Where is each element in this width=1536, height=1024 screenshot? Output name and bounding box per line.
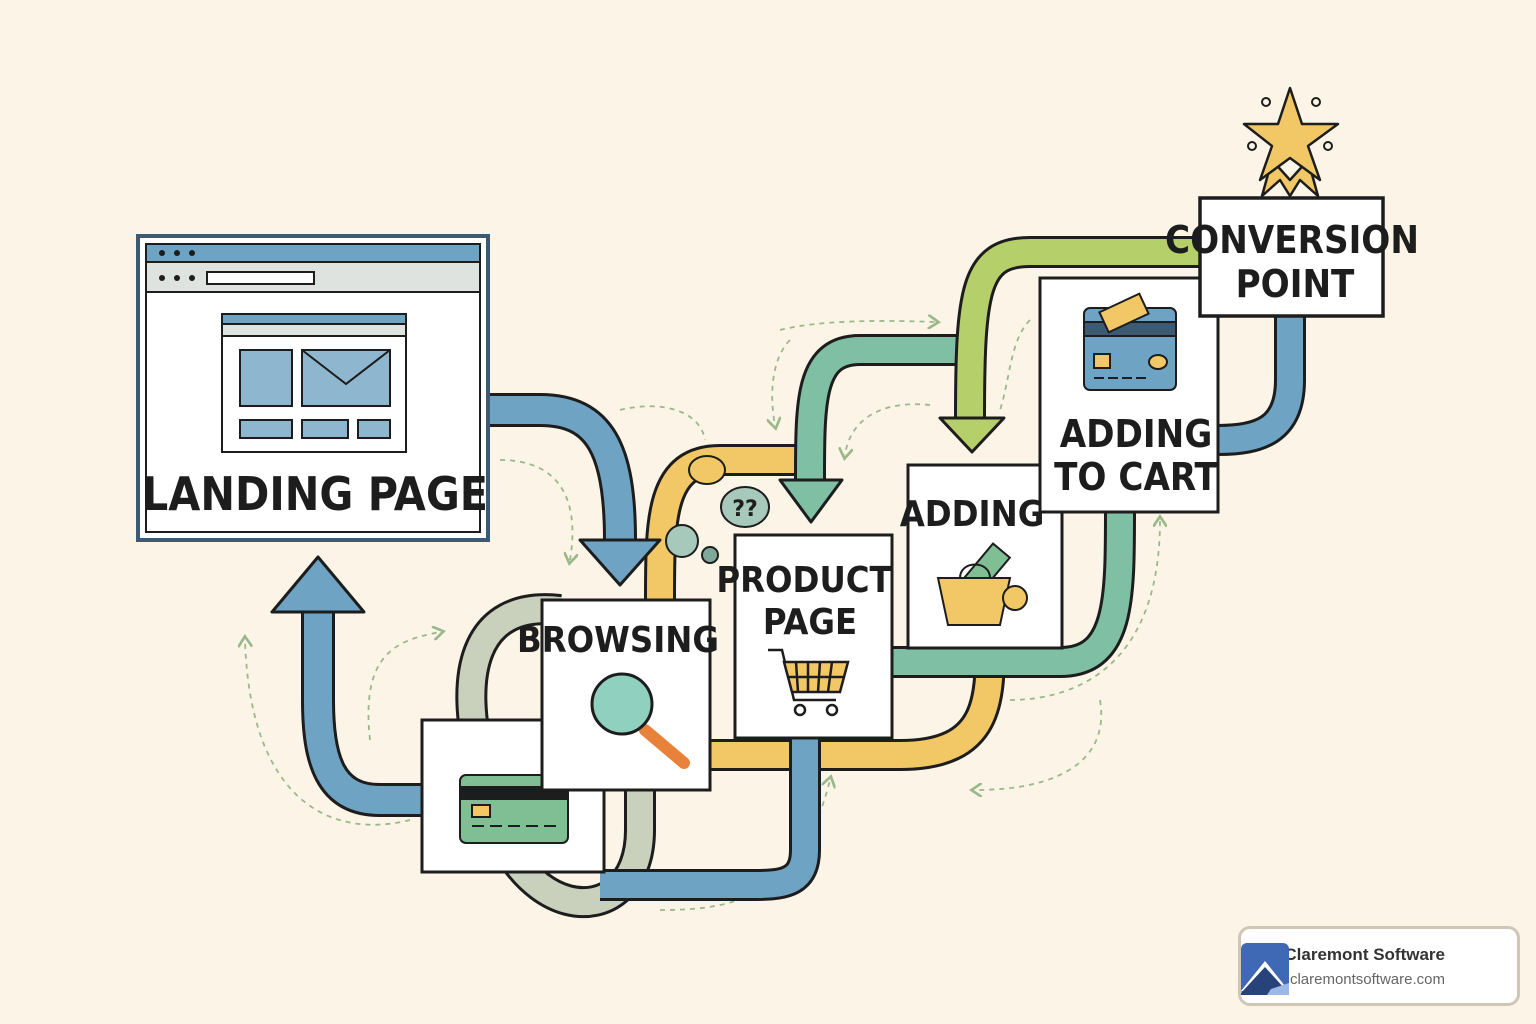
shopping-cart-icon [768,648,850,717]
brand-url[interactable]: claremontsoftware.com [1289,971,1445,988]
magnifier-icon [590,672,690,769]
star-icon [1242,86,1340,198]
landing-page-label: LANDING PAGE [142,467,488,521]
question-bubble-icon: ?? [665,455,770,564]
brand-logo-icon [1241,943,1289,995]
basket-icon [936,542,1028,626]
adding-to-cart-label-line2: TO CART [1054,455,1218,499]
conversion-point-label-line2: POINT [1236,262,1355,306]
conversion-point-label-line1: CONVERSION [1165,218,1419,262]
arrow-heads [270,416,1006,614]
browsing-box: BROWSING [517,598,719,792]
conversion-point-box: CONVERSION POINT [1165,196,1419,318]
product-page-label-line1: PRODUCT [716,560,891,601]
adding-label: ADDING [900,494,1045,535]
adding-to-cart-box: ADDING TO CART [1038,276,1220,514]
credit-card-icon [1083,292,1177,391]
landing-page-box: LANDING PAGE [136,234,490,542]
product-page-label-line2: PAGE [763,602,857,643]
svg-text:??: ?? [732,497,758,522]
brand-badge[interactable]: Claremont Software claremontsoftware.com [1238,926,1520,1006]
browser-window-icon [221,313,407,453]
browsing-label: BROWSING [517,620,719,661]
product-page-box: PRODUCT PAGE [716,533,894,740]
flow-arrows [301,236,1306,919]
brand-name: Claremont Software [1284,945,1445,964]
adding-to-cart-label-line1: ADDING [1060,412,1213,456]
adding-box: ADDING [900,463,1064,650]
